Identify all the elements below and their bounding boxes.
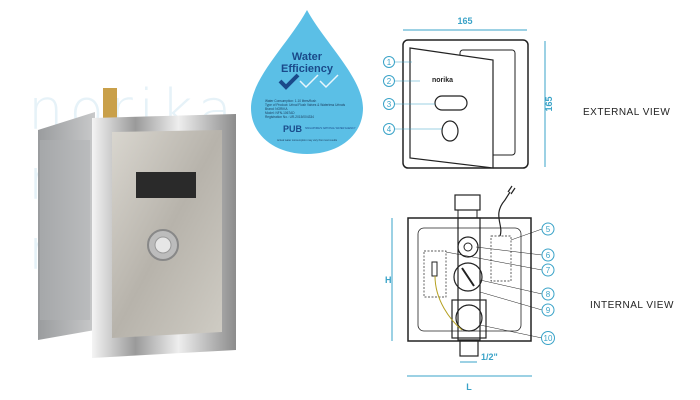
water-efficiency-label: Water Efficiency Water Consumption: 1.10… [251, 10, 363, 154]
sensor-wire [434, 275, 463, 331]
dim-h: H [385, 275, 392, 285]
external-view-label: EXTERNAL VIEW [583, 107, 671, 118]
svg-text:1: 1 [387, 58, 392, 67]
callout-8 [541, 287, 555, 301]
push-button [441, 120, 459, 142]
external-view: 165 165 norika 1 2 3 4 [383, 16, 554, 169]
internal-view-label: INTERNAL VIEW [590, 300, 674, 311]
callout-2 [383, 75, 395, 87]
callout-4 [383, 123, 395, 135]
tick-outline-icon [299, 74, 319, 89]
svg-text:9: 9 [546, 306, 551, 315]
svg-text:4: 4 [387, 125, 392, 134]
label-title: Efficiency [281, 63, 334, 75]
svg-text:3: 3 [387, 100, 392, 109]
svg-text:7: 7 [546, 266, 551, 275]
power-cable [498, 191, 511, 237]
sensor-window [136, 172, 196, 198]
tick-outline-icon [319, 74, 339, 89]
pub-logo: PUB [283, 124, 303, 134]
product-photo [38, 88, 236, 358]
label-footnote: Actual water consumption may vary from t… [277, 138, 338, 142]
label-detail: Type of Product: Urinal Flush Valves & W… [265, 103, 345, 107]
callout-1 [383, 56, 395, 68]
inlet-nut [454, 194, 481, 211]
label-detail: Brand: NORIKA [265, 107, 288, 111]
outlet-pipe [459, 339, 479, 357]
svg-text:6: 6 [546, 251, 551, 260]
svg-text:5: 5 [546, 225, 551, 234]
inlet-fitting [103, 88, 117, 118]
pub-subtitle: SINGAPORE'S NATIONAL WATER AGENCY [305, 127, 356, 130]
dim-pipe: 1/2" [481, 352, 498, 362]
brand-mark: norika [432, 77, 453, 84]
label-title: Water [292, 51, 323, 63]
callout-5 [541, 222, 555, 236]
callout-6 [541, 248, 555, 262]
dim-height: 165 [544, 96, 554, 111]
water-drop-shape [251, 10, 363, 154]
svg-text:10: 10 [544, 334, 553, 343]
cover-plate [409, 47, 494, 169]
svg-text:2: 2 [387, 77, 392, 86]
label-detail: Water Consumption: 1.10 litres/flush [265, 99, 316, 103]
callout-9 [541, 303, 555, 317]
internal-view: H 1/2" L 5 6 7 8 9 10 [385, 185, 555, 392]
sensor-window [434, 95, 468, 111]
label-detail: Registration No.: UR-2015/004334 [265, 115, 314, 119]
label-detail: Model: NFN-1067AD [265, 111, 295, 115]
dim-l: L [466, 382, 472, 392]
callout-7 [541, 263, 555, 277]
callout-10 [541, 331, 555, 345]
dim-width: 165 [457, 16, 472, 26]
tick-filled-icon [278, 73, 300, 90]
technical-drawing: 165 165 norika 1 2 3 4 [383, 16, 555, 392]
svg-text:8: 8 [546, 290, 551, 299]
callout-3 [383, 98, 395, 110]
